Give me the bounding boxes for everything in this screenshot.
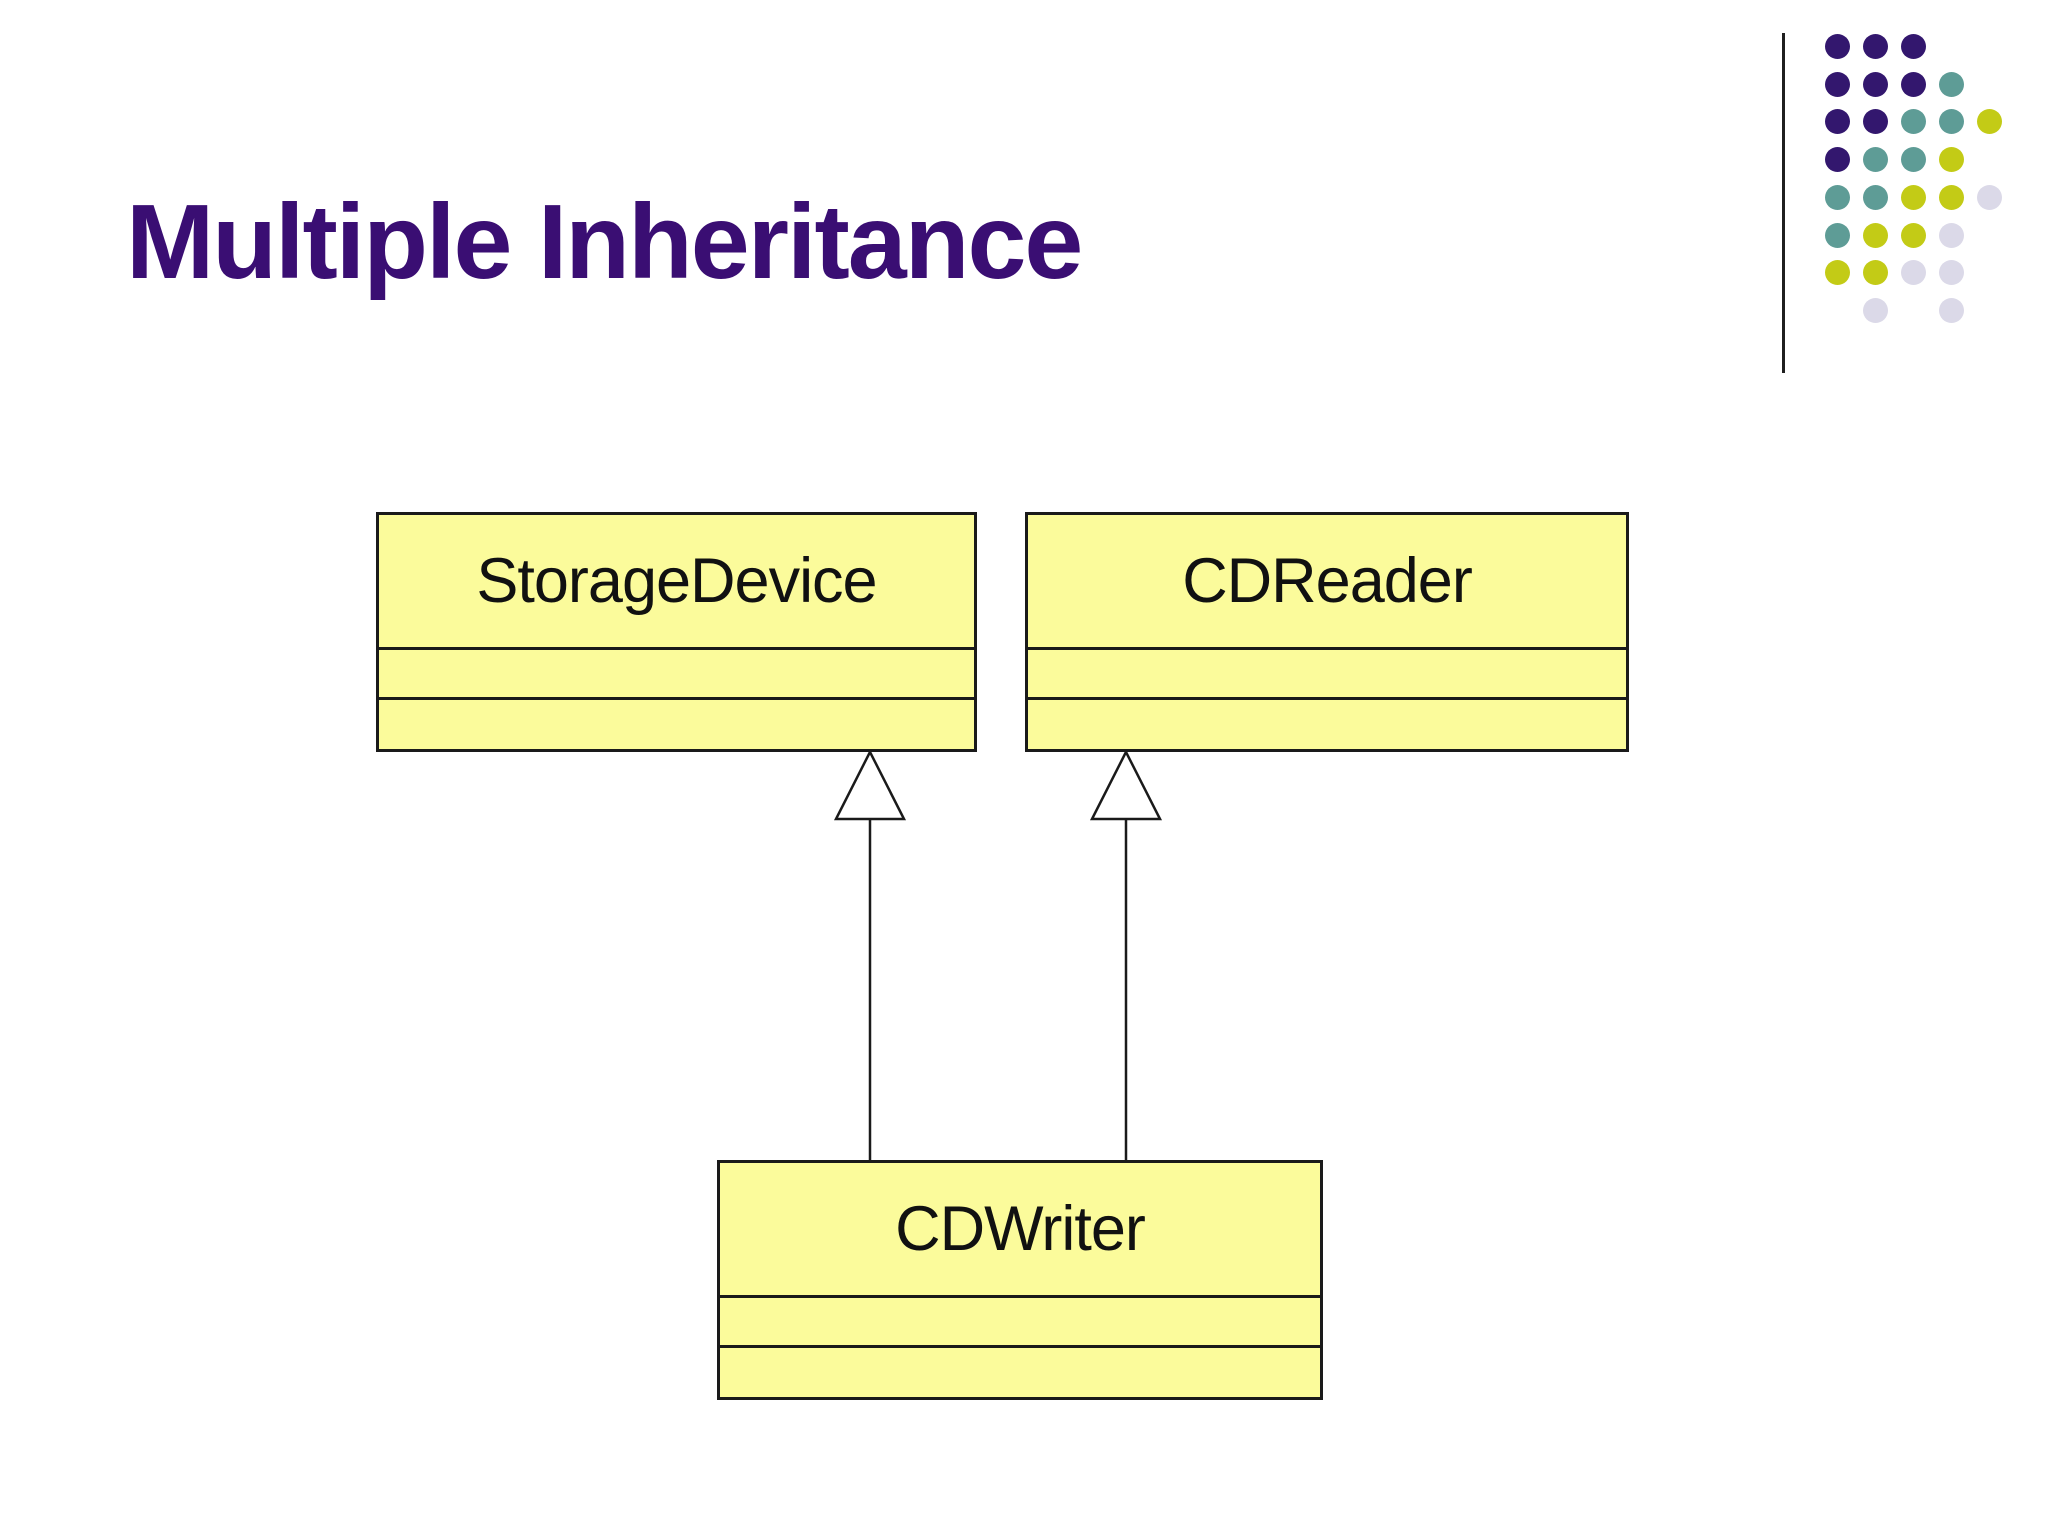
class-operations-compartment — [1028, 700, 1626, 749]
decorative-dot — [1901, 109, 1926, 135]
class-operations-compartment — [379, 700, 974, 749]
decorative-dot — [1863, 71, 1888, 97]
decorative-dot — [1901, 184, 1926, 210]
decorative-dot — [1901, 34, 1926, 59]
decorative-dot — [1939, 109, 1964, 135]
uml-class-cdwriter: CDWriter — [717, 1160, 1323, 1400]
inheritance-arrow-cdwriter-to-cdreader — [1089, 749, 1163, 1160]
class-name-label: CDReader — [1028, 515, 1626, 650]
decorative-dot — [1939, 147, 1964, 173]
decorative-dot — [1863, 184, 1888, 210]
decorative-dot — [1863, 147, 1888, 173]
decorative-dot — [1825, 260, 1850, 286]
decorative-dot — [1977, 184, 2002, 210]
uml-class-storagedevice: StorageDevice — [376, 512, 977, 752]
decorative-dot — [1863, 222, 1888, 248]
decorative-dot — [1901, 71, 1926, 97]
class-attributes-compartment — [379, 650, 974, 700]
decorative-dot — [1939, 260, 1964, 286]
class-attributes-compartment — [1028, 650, 1626, 700]
decorative-dot — [1939, 222, 1964, 248]
uml-class-cdreader: CDReader — [1025, 512, 1629, 752]
decorative-dot — [1863, 34, 1888, 59]
decorative-dot-pattern — [1825, 34, 2045, 354]
generalization-triangle-icon — [1089, 749, 1163, 821]
decorative-dot — [1825, 109, 1850, 135]
decorative-dot — [1825, 184, 1850, 210]
class-operations-compartment — [720, 1348, 1320, 1397]
decorative-dot — [1901, 147, 1926, 173]
decorative-dot — [1901, 260, 1926, 286]
decorative-dot — [1939, 297, 1964, 323]
decorative-dot — [1825, 147, 1850, 173]
decorative-dot — [1825, 71, 1850, 97]
decorative-dot — [1825, 34, 1850, 59]
decorative-dot — [1939, 184, 1964, 210]
class-name-label: CDWriter — [720, 1163, 1320, 1298]
page-title: Multiple Inheritance — [126, 183, 1083, 301]
decorative-dot — [1863, 297, 1888, 323]
decorative-dot — [1901, 222, 1926, 248]
decorative-dot — [1863, 260, 1888, 286]
class-name-label: StorageDevice — [379, 515, 974, 650]
decorative-dot — [1825, 222, 1850, 248]
inheritance-arrow-cdwriter-to-storagedevice — [833, 749, 907, 1160]
generalization-triangle-icon — [833, 749, 907, 821]
decorative-vertical-rule — [1782, 33, 1785, 373]
decorative-dot — [1977, 109, 2002, 135]
class-attributes-compartment — [720, 1298, 1320, 1348]
decorative-dot — [1939, 71, 1964, 97]
decorative-dot — [1863, 109, 1888, 135]
